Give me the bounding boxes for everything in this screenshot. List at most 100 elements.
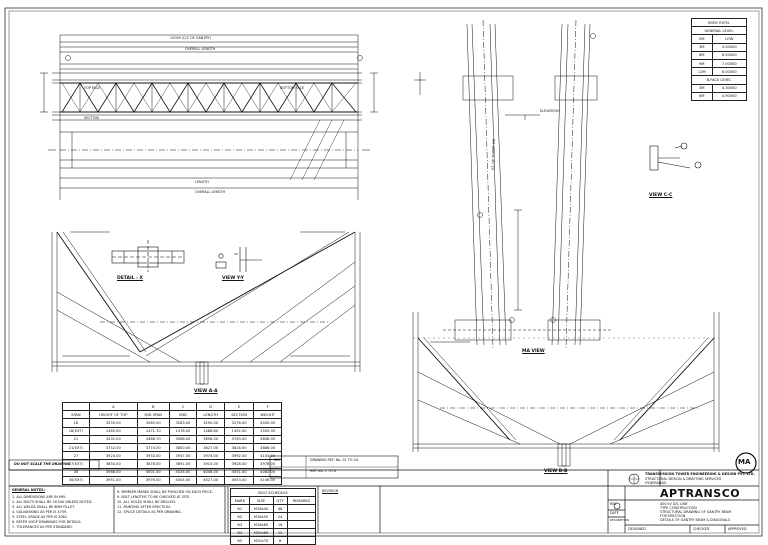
top-face-note: TOP FACE xyxy=(84,86,101,90)
dim-cell: 18(EXT) xyxy=(62,426,90,436)
elevation-label: ELEVATION xyxy=(540,109,559,113)
dim-cell: 3468.70 xyxy=(136,434,170,444)
bottom-face-note: BOTTOM FACE xyxy=(280,86,305,90)
bolt-cell: 24 xyxy=(272,512,288,521)
bolt-cell: 12 xyxy=(272,528,288,537)
consultant-line1: TRANSMISSION TOWER ENGINEERING & DESIGN … xyxy=(645,472,755,476)
note-item: 2. ALL BOLTS SHALL BE 16 DIA UNLESS NOTE… xyxy=(12,500,93,504)
dim-cell: 3816.00 xyxy=(224,442,255,453)
body-ext-cell: 12M xyxy=(691,67,713,77)
inner-border xyxy=(8,10,760,534)
dim-header-4: D xyxy=(196,401,226,412)
note-item: 11. PAINTING AFTER ERECTION. xyxy=(117,505,171,509)
ref-note-line1: DRAWING REF. No. 01 TO 04 xyxy=(310,458,358,462)
dim-header-3: C xyxy=(168,401,198,412)
client-name: APTRANSCO xyxy=(660,487,741,500)
note-item: 4. GALVANISING AS PER IS 4759. xyxy=(12,510,68,514)
note-item: 7. TOLERANCES AS PER STANDARD. xyxy=(12,525,73,529)
dim-cell: 1492.00 xyxy=(224,426,255,436)
bolt-cell xyxy=(286,536,317,545)
dim-cell: 3800.00 xyxy=(168,442,198,453)
dim-header-2: B xyxy=(136,401,170,412)
dim-cell: 4106.00 xyxy=(253,475,282,485)
dim-sub-4: LENGTH xyxy=(196,410,226,420)
bolt-h3: REMARKS xyxy=(286,496,317,505)
title-line5: DETAILS OF GANTRY BEAM & DIAGONALS xyxy=(660,518,731,522)
bolt-cell: M16x40 xyxy=(248,504,274,513)
view-yy-title: VIEW Y-Y xyxy=(222,276,244,281)
dim-cell: 3878.00 xyxy=(136,459,170,469)
bolt-cell: B2 xyxy=(230,512,250,521)
dim-cell: 3976.00 xyxy=(136,475,170,485)
bolt-cell: B5 xyxy=(230,536,250,545)
dim-cell: 4026.00 xyxy=(168,467,198,477)
body-ext-cell: 9M xyxy=(691,58,713,69)
note-item: 6. REFER SHOP DRAWINGS FOR DETAILS. xyxy=(12,520,82,524)
dim-sub-1: HEIGHT OF TOP xyxy=(88,410,138,420)
bolt-cell: 48 xyxy=(272,504,288,513)
body-ext-cell: 7.00000 xyxy=(711,58,748,69)
bolt-cell: M20x70 xyxy=(248,536,274,545)
do-not-scale-warning: DO NOT SCALE THE DRAWING xyxy=(14,462,71,466)
ref-note-prefix: SEE xyxy=(274,458,281,462)
dim-cell: 4051.00 xyxy=(224,467,255,477)
dim-cell: 3276.00 xyxy=(224,418,255,428)
top-dimension: 12000 (C/C OF GANTRY) xyxy=(170,36,211,40)
dim-cell: 4053.00 xyxy=(224,475,255,485)
bolt-h1: SIZE xyxy=(248,496,274,505)
note-item: 8. MEMBER MARKS SHALL BE PUNCHED ON EACH… xyxy=(117,490,213,494)
dim-cell: 4082.00 xyxy=(253,467,282,477)
body-ext-cell: 6M xyxy=(691,91,713,101)
dim-cell: 3752.00 xyxy=(88,442,138,453)
view-cc-drawing xyxy=(649,142,702,171)
dim-cell: 3250.00 xyxy=(88,418,138,428)
dim-cell: 3774.00 xyxy=(136,442,170,453)
bolt-cell xyxy=(286,504,317,513)
dim-header-row: A B C D E F xyxy=(62,401,282,412)
dim-cell: 1488.80 xyxy=(196,426,226,436)
note-item: 12. SPLICE DETAILS AS PER DRAWING. xyxy=(117,510,182,514)
dim-cell: 3588.00 xyxy=(168,434,198,444)
title-line2: TYPE CONSTRUCTION xyxy=(660,506,697,510)
bolt-cell: B1 xyxy=(230,504,250,513)
dim-sub-5: SECTION xyxy=(224,410,255,420)
bolt-h0: MARK xyxy=(230,496,250,505)
view-aa-title: VIEW A-A xyxy=(194,389,218,394)
body-ext-cell: 5.00000 xyxy=(711,42,748,52)
note-item: 10. ALL HOLES SHALL BE DRILLED. xyxy=(117,500,177,504)
mid-notes-list: 8. MEMBER MARKS SHALL BE PUNCHED ON EACH… xyxy=(117,490,223,515)
dim-sub-3: END xyxy=(168,410,198,420)
desc-label: DESCRIPTION xyxy=(610,518,629,522)
note-item: 9. BOLT LENGTHS TO BE CHECKED AT SITE. xyxy=(117,495,191,499)
logo-text: MA xyxy=(738,458,751,466)
client-logo-icon xyxy=(613,502,621,510)
dim-header-0 xyxy=(62,401,90,412)
dim-sub-6: WEIGHT xyxy=(253,410,282,420)
length-label: LENGTH xyxy=(195,180,209,184)
general-notes-title: GENERAL NOTES: xyxy=(12,488,45,492)
dim-cell: 3400.00 xyxy=(253,418,282,428)
dim-cell: 3290.00 xyxy=(196,418,226,428)
body-ext-cell: 3M xyxy=(691,83,713,93)
dim-cell: 1476.00 xyxy=(168,426,198,436)
overall-dimension: OVERALL LENGTH xyxy=(185,47,216,51)
general-notes-list: 1. ALL DIMENSIONS ARE IN MM.2. ALL BOLTS… xyxy=(12,495,112,530)
dim-cell: 3974.00 xyxy=(196,451,226,461)
body-ext-cell: 4.90000 xyxy=(711,91,748,101)
ref-note-line2: REF. No. 1 TO 6 xyxy=(310,469,336,473)
title-line4: FOR ERECTION xyxy=(660,514,686,518)
dim-header-1: A xyxy=(88,401,138,412)
dim-cell: 3928.00 xyxy=(224,459,255,469)
